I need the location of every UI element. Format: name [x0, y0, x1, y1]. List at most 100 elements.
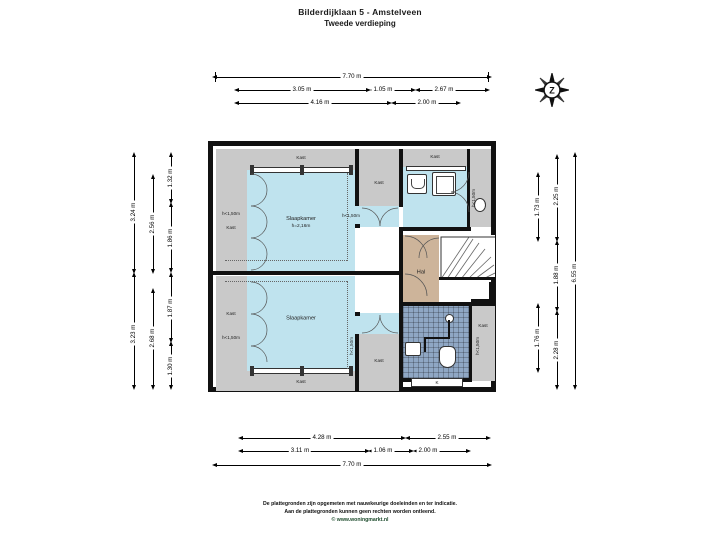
dim-arrow — [168, 152, 173, 157]
sink-icon — [474, 198, 486, 212]
shower-pipe-icon — [424, 320, 450, 352]
height-note-2: h<1,50m — [221, 335, 241, 341]
dim-arrow — [405, 435, 410, 440]
label-closet-bottom-left: Kast — [226, 311, 236, 317]
dim-right-1-76: 1.76 m — [533, 326, 543, 350]
bathroom-window — [411, 378, 463, 387]
closet-top-left — [216, 149, 247, 271]
label-hall: Hal — [416, 269, 426, 276]
washer-drum-icon — [411, 179, 425, 189]
wall-closet-bottom-left — [355, 334, 359, 391]
dim-arrow — [150, 288, 155, 293]
dim-top-1-05: 1.05 m — [371, 85, 395, 95]
compass-rose: Z — [534, 72, 570, 108]
dim-arrow — [131, 269, 136, 274]
wall-laundry-right — [467, 149, 470, 227]
dim-arrow — [554, 307, 559, 312]
dim-arrow — [150, 385, 155, 390]
stairs-icon — [440, 236, 495, 280]
wall-closet-top-left — [355, 149, 359, 206]
dim-left-3-24: 3.24 m — [129, 200, 139, 224]
dim-arrow — [535, 237, 540, 242]
dim-top-2-00: 2.00 m — [415, 98, 439, 108]
slope-line-top — [225, 260, 347, 261]
height-note-5: h<1,50m — [471, 188, 477, 208]
dim-arrow — [387, 100, 392, 105]
window-mullion — [300, 366, 304, 376]
label-closet-south: Kast — [296, 379, 306, 385]
door-swing-bottom-closet — [361, 314, 399, 334]
room-bedroom-bottom — [247, 276, 355, 371]
dim-arrow — [485, 87, 490, 92]
dim-left-1-30: 1.30 m — [166, 354, 176, 378]
wall-bedroom-divider — [213, 271, 403, 275]
door-swings-hall — [404, 235, 440, 297]
dim-top-total: 7.70 m — [340, 72, 364, 82]
dim-arrow — [486, 435, 491, 440]
dim-arrow — [131, 385, 136, 390]
dim-arrow — [168, 385, 173, 390]
dim-arrow — [554, 385, 559, 390]
dim-arrow — [168, 338, 173, 343]
dim-left-1-86: 1.86 m — [166, 226, 176, 250]
floorplan-drawing: K — [208, 141, 496, 392]
label-closet-bathroom-right: Kast — [478, 323, 488, 329]
dim-arrow — [554, 310, 559, 315]
toilet-icon — [439, 346, 456, 368]
dim-arrow — [150, 174, 155, 179]
dim-left-2-56: 2.56 m — [148, 212, 158, 236]
slope-line-v-bottom — [347, 281, 348, 369]
washbasin-icon — [405, 342, 421, 356]
hall-extension — [403, 291, 439, 305]
label-bedroom-bottom: Slaapkamer — [286, 315, 316, 322]
label-closet-bottom-middle: Kast — [374, 358, 384, 364]
bathroom-label: K — [435, 380, 439, 386]
dim-arrow — [168, 272, 173, 277]
dim-arrow — [554, 240, 559, 245]
dim-right-2-25: 2.25 m — [552, 184, 562, 208]
dim-arrow — [572, 152, 577, 157]
dim-arrow — [535, 368, 540, 373]
dim-arrow — [365, 448, 370, 453]
wall-nib-b — [355, 312, 360, 316]
window-mullion — [349, 165, 353, 175]
footer-line-1: De plattegronden zijn opgemeten met nauw… — [263, 501, 457, 507]
stair-wall — [439, 277, 495, 280]
window-mullion — [349, 366, 353, 376]
door-swing-laundry — [450, 171, 470, 213]
wall-closet-top-right — [399, 149, 403, 207]
dim-tick — [215, 72, 216, 82]
room-bathroom — [403, 306, 471, 378]
wall-laundry-south — [403, 227, 471, 231]
dim-arrow — [413, 448, 418, 453]
dim-right-2-28: 2.28 m — [552, 338, 562, 362]
dim-arrow — [411, 87, 416, 92]
height-note-3: h<1,50m — [341, 213, 361, 219]
dim-right-6-55: 6.55 m — [570, 261, 580, 285]
dim-arrow — [238, 435, 243, 440]
window-mullion — [250, 165, 254, 175]
dim-arrow — [487, 74, 492, 79]
dim-bottom-4-28: 4.28 m — [310, 433, 334, 443]
height-note-4: h<1,50m — [349, 336, 355, 356]
dim-arrow — [572, 385, 577, 390]
dim-arrow — [554, 154, 559, 159]
footer-line-2: Aan de plattegronden kunnen geen rechten… — [284, 509, 436, 516]
height-note-1: h<1,50m — [221, 211, 241, 217]
dim-arrow — [391, 100, 396, 105]
dim-left-2-68: 2.68 m — [148, 326, 158, 350]
dim-arrow — [131, 272, 136, 277]
closet-door-swings-left — [250, 173, 268, 363]
wall-closet-bottom-right — [399, 332, 403, 391]
dim-arrow — [401, 435, 406, 440]
dim-right-1-88: 1.88 m — [552, 263, 562, 287]
dim-bottom-2-00: 2.00 m — [416, 446, 440, 456]
dim-arrow — [168, 199, 173, 204]
dim-arrow — [131, 152, 136, 157]
dim-bottom-total: 7.70 m — [340, 460, 364, 470]
wall-bathroom-right — [469, 306, 472, 382]
room-bedroom-top — [247, 170, 355, 271]
dim-arrow — [466, 448, 471, 453]
page-subtitle: Tweede verdieping — [324, 19, 396, 28]
dim-arrow — [168, 341, 173, 346]
